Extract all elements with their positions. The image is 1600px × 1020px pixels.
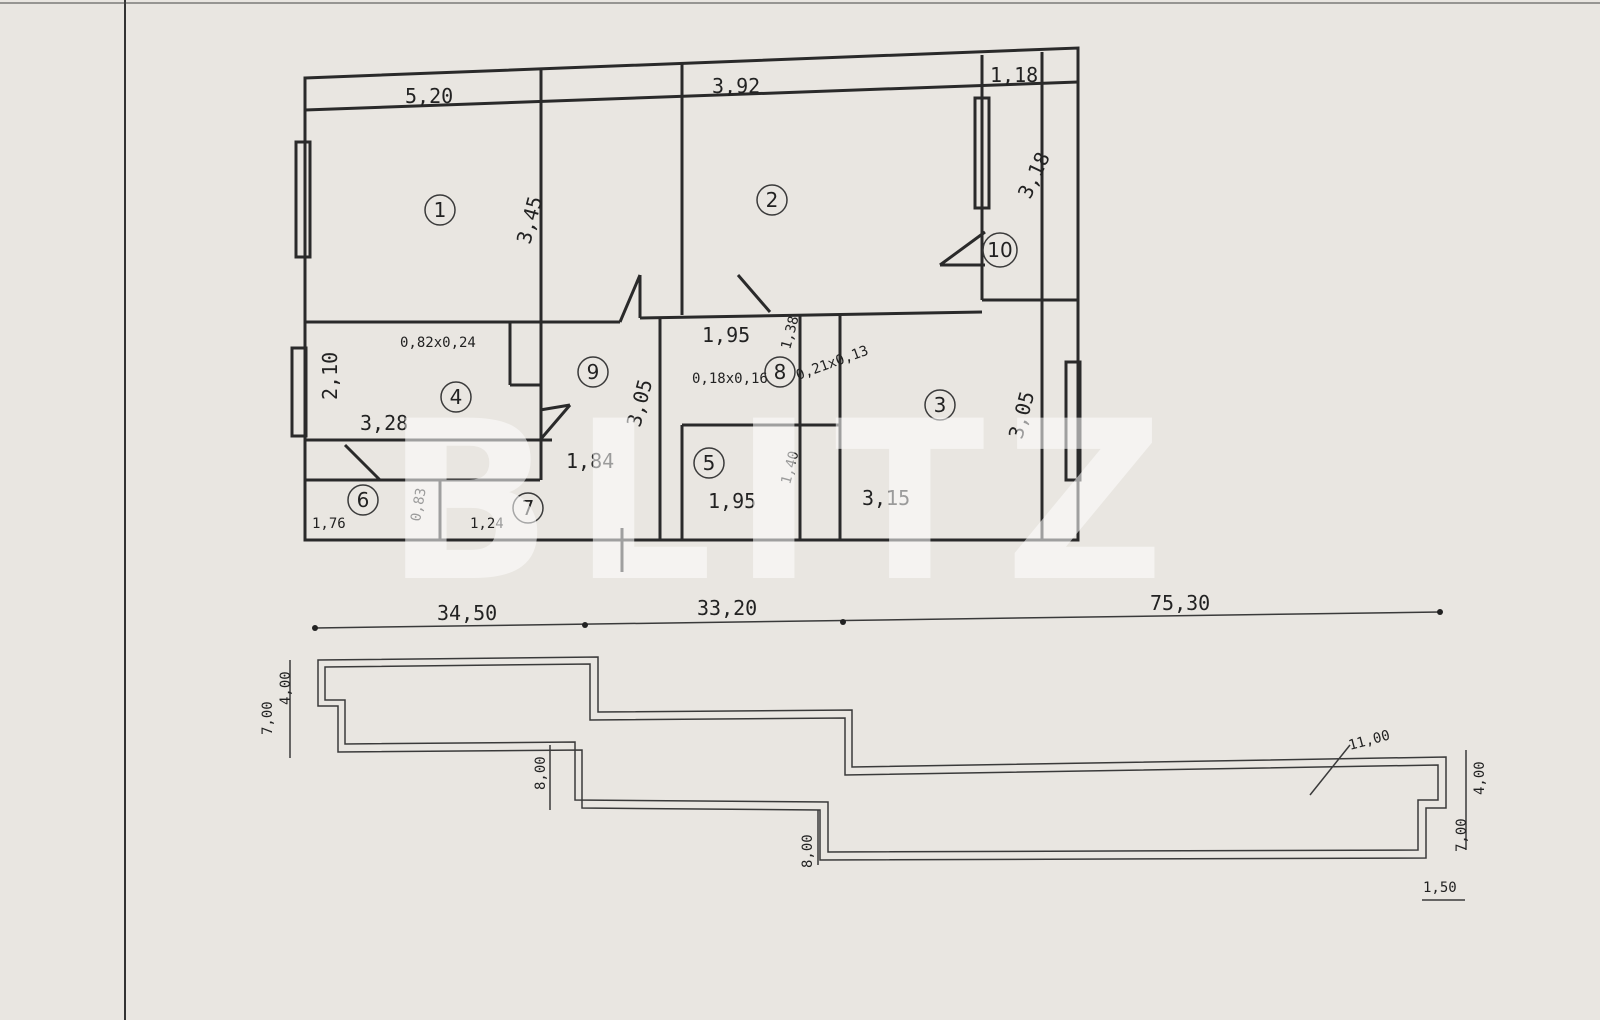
room-number-9: 9: [587, 360, 600, 384]
room-number-10: 10: [987, 238, 1012, 262]
room-number-5: 5: [703, 451, 716, 475]
dimension-niche4: 0,82x0,24: [400, 335, 476, 351]
dimension-step2: 8,00: [800, 834, 816, 868]
site-plan: 34,50 33,20 75,30 7,00 4,00 8,00 8,00 4,…: [260, 591, 1488, 901]
room-number-3: 3: [934, 393, 947, 417]
dimension-right-inner: 4,00: [1472, 761, 1488, 795]
room-number-4: 4: [450, 385, 463, 409]
room-number-8: 8: [774, 360, 787, 384]
dimension-room3-width: 3,15: [862, 486, 910, 510]
dimension-room4-height: 2,10: [318, 352, 342, 400]
windows: [290, 96, 1082, 482]
dimension-left-outer: 7,00: [260, 701, 276, 735]
dimension-seg1: 34,50: [437, 601, 497, 625]
dimension-seg3: 75,30: [1150, 591, 1210, 615]
dimension-seg2: 33,20: [697, 596, 757, 620]
dimension-top-left-width: 5,20: [405, 84, 453, 108]
dimension-room6-width: 1,76: [312, 516, 346, 532]
dimension-right-outer: 7,00: [1454, 818, 1470, 852]
room-number-1: 1: [434, 198, 447, 222]
room-labels: 1 2 3 4 5 6 7 8 9 10: [347, 184, 1018, 524]
dimension-room5-top-width: 1,95: [702, 323, 750, 347]
dimension-room6-height: 0,83: [408, 487, 430, 523]
room-number-2: 2: [766, 188, 779, 212]
dimension-niche5: 0,18x0,16: [692, 371, 768, 387]
dimension-top-mid-width: 3,92: [712, 74, 760, 98]
floor-plan-walls: [303, 46, 1080, 572]
room-number-6: 6: [357, 488, 370, 512]
dimension-hall-width: 1,84: [566, 449, 614, 473]
watermark: BLITZ: [385, 374, 1184, 630]
dimension-left-inner: 4,00: [278, 671, 294, 705]
room-number-7: 7: [522, 496, 535, 520]
dimension-room4-width: 3,28: [360, 411, 408, 435]
dimension-right-width: 1,50: [1423, 880, 1457, 896]
dimension-top-right-width: 1,18: [990, 63, 1038, 87]
dimension-room5-bottom-width: 1,95: [708, 489, 756, 513]
dimension-step1: 8,00: [533, 756, 549, 790]
dimension-room7-width: 1,24: [470, 516, 504, 532]
